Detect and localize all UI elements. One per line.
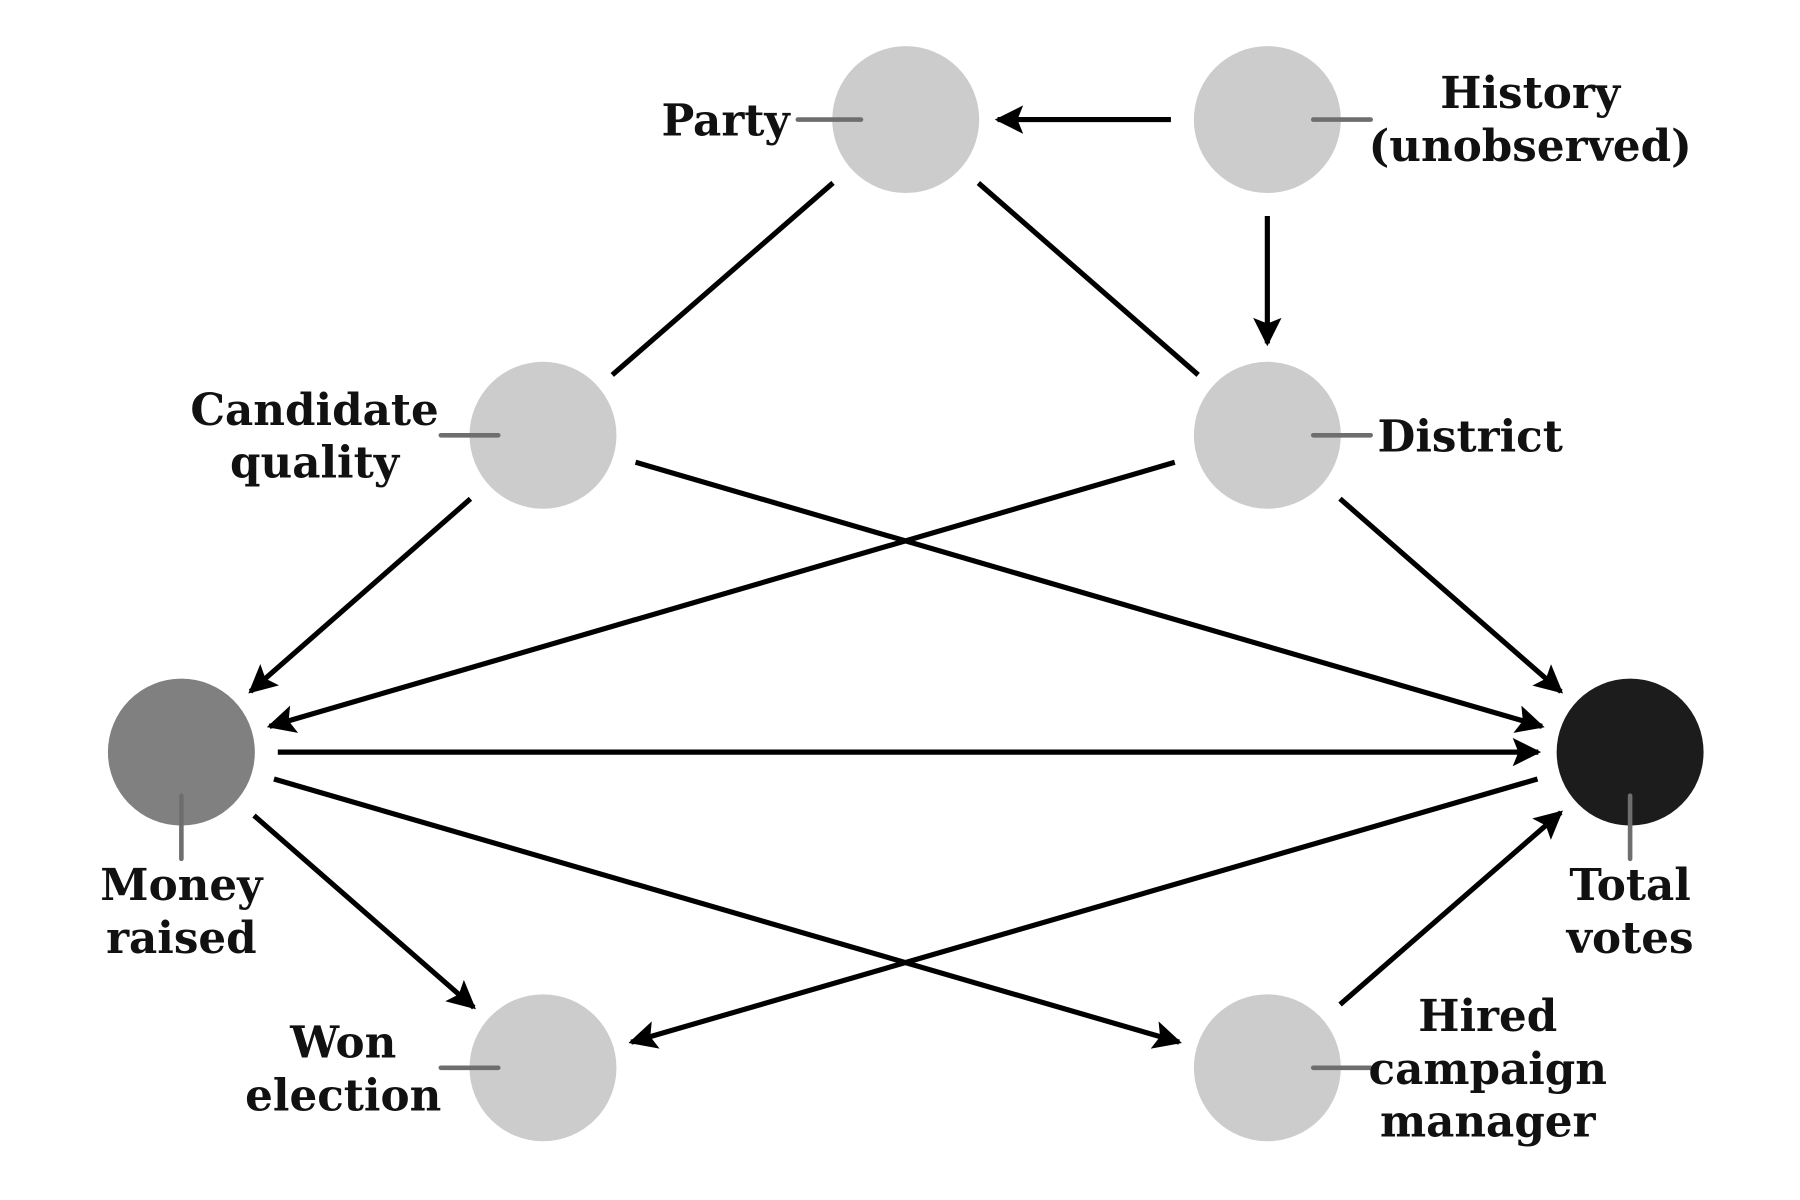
edge-money-to-hired (273, 776, 1182, 1049)
edge-votes-to-won (628, 776, 1539, 1049)
edge-party-to-candidate (610, 180, 835, 377)
node-votes (1556, 678, 1704, 826)
edge-money-to-won (252, 813, 476, 1010)
node-label-line: Total (1569, 860, 1691, 911)
node-party (832, 46, 980, 194)
node-label-line: raised (106, 913, 257, 964)
node-label-party: Party (661, 96, 791, 147)
edge-district-to-money (266, 459, 1176, 733)
node-label-line: Hired (1418, 991, 1557, 1042)
node-label-line: manager (1380, 1097, 1597, 1148)
node-label-line: campaign (1369, 1044, 1607, 1095)
node-label-line: History (1440, 68, 1622, 119)
node-label-line: (unobserved) (1369, 121, 1692, 172)
node-candidate (469, 361, 617, 509)
node-label-line: quality (230, 438, 401, 489)
edge-party-to-district (976, 181, 1200, 377)
node-label-line: Won (289, 1017, 396, 1068)
node-won (469, 994, 617, 1142)
edge-district-to-votes (1338, 496, 1564, 694)
node-money (107, 678, 255, 826)
edges (248, 105, 1564, 1049)
edge-hired-to-votes (1338, 810, 1563, 1007)
node-label-history: History(unobserved) (1369, 68, 1692, 172)
edge-candidate-to-votes (634, 459, 1545, 733)
node-district (1193, 361, 1341, 509)
node-label-line: Candidate (190, 385, 438, 436)
node-label-line: Money (100, 860, 264, 911)
edge-candidate-to-money (248, 496, 473, 694)
node-label-line: District (1378, 411, 1563, 462)
node-label-district: District (1378, 411, 1563, 462)
node-hired (1193, 994, 1341, 1142)
node-label-line: election (245, 1070, 441, 1121)
node-history (1193, 46, 1341, 194)
node-label-line: Party (661, 96, 791, 147)
nodes (107, 46, 1704, 1142)
node-label-line: votes (1566, 913, 1694, 964)
